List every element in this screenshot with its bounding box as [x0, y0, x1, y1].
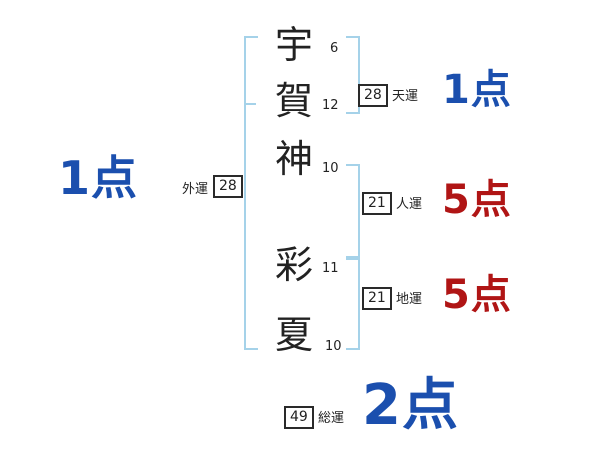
surname-char-2-strokes: 12 [322, 98, 339, 113]
surname-char-1-strokes: 6 [330, 41, 339, 56]
surname-char-3-strokes: 10 [322, 161, 339, 176]
chiun-score: 5点 [442, 272, 512, 318]
surname-char-1: 宇 [275, 23, 314, 67]
surname-char-2: 賀 [275, 79, 314, 123]
chiun-bracket [346, 258, 360, 350]
given-char-1-strokes: 11 [322, 261, 339, 276]
jinun-value-box: 21 [362, 192, 392, 215]
given-char-2: 夏 [275, 313, 314, 357]
tenun-score: 1点 [442, 67, 512, 113]
tenun-value-box: 28 [358, 84, 388, 107]
jinun-bracket [346, 164, 360, 258]
souun-value-box: 49 [284, 406, 314, 429]
given-char-2-strokes: 10 [325, 339, 342, 354]
jinun-label: 人運 [396, 197, 423, 212]
gaiun-bracket [244, 36, 258, 350]
gaiun-bracket-middle-tick [244, 103, 256, 105]
gaiun-label: 外運 [182, 182, 209, 197]
tenun-bracket [346, 36, 360, 114]
souun-score: 2点 [362, 373, 459, 438]
souun-label: 総運 [318, 411, 345, 426]
gaiun-value-box: 28 [213, 175, 243, 198]
surname-char-3: 神 [275, 137, 314, 181]
chiun-label: 地運 [396, 292, 423, 307]
chiun-value-box: 21 [362, 287, 392, 310]
jinun-score: 5点 [442, 177, 512, 223]
gaiun-score: 1点 [58, 151, 139, 205]
tenun-label: 天運 [392, 89, 419, 104]
given-char-1: 彩 [275, 243, 314, 287]
